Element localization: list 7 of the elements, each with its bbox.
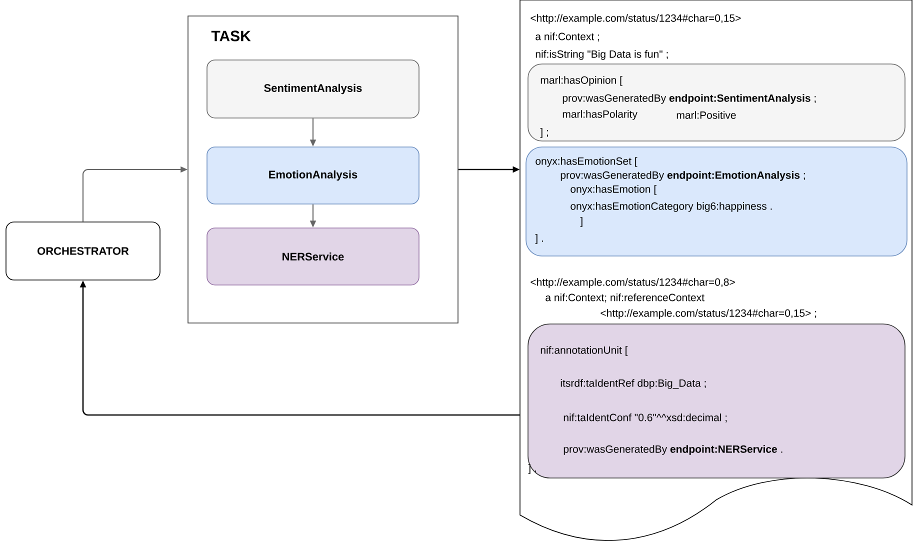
orchestrator-box: ORCHESTRATOR [6,222,160,280]
service-box: SentimentAnalysis [206,60,420,118]
annotation-box: onyx:hasEmotionSet [ prov:wasGeneratedBy endpoint:EmotionAnalysis ; onyx:hasEmotion [ onyx:hasEmotionCategory big6:happiness . ] ] . [526,146,908,256]
annotation-box: nif:annotationUnit [ itsrdf:taIdentRef dbp:Big_Data ; nif:taIdentConf "0.6"^^xsd:decimal ; prov:wasGeneratedBy endpoint:NERService . ] . [528,324,906,478]
service-box: EmotionAnalysis [206,146,420,204]
service-box: NERService [206,228,420,286]
annotation-box: marl:hasOpinion [ prov:wasGeneratedBy endpoint:SentimentAnalysis ; marl:hasPolarity marl:Positive ] ; [528,64,906,142]
